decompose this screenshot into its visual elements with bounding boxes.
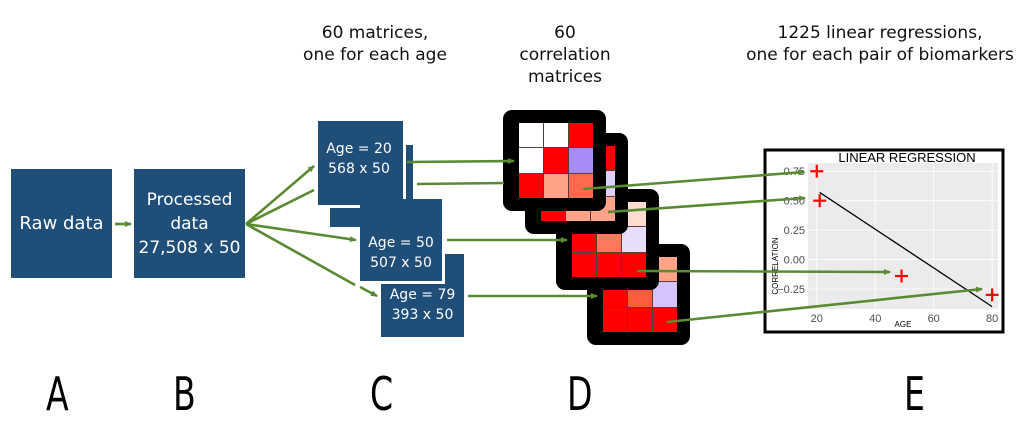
caption-d-line1: 60: [554, 23, 576, 43]
age-20-size: 568 x 50: [328, 161, 390, 177]
caption-d-line2: correlation: [519, 45, 611, 65]
age-matrix-50: Age = 50 507 x 50: [360, 199, 445, 284]
plot-panel: [808, 163, 998, 309]
arrow-age20-to-matrix: [406, 158, 515, 165]
x-tick-labels: 20 40 60 80: [811, 313, 999, 325]
section-letter-b: B: [173, 367, 196, 421]
processed-data-box: Processed data 27,508 x 50: [134, 169, 245, 278]
age-50-size: 507 x 50: [370, 255, 432, 271]
y-tick-label: −0.25: [777, 284, 805, 296]
fit-line: [819, 191, 993, 308]
y-tick-labels: 0.750.500.250.00−0.25: [777, 166, 805, 296]
caption-e: 1225 linear regressions, one for each pa…: [740, 22, 1020, 66]
processed-label-1: Processed: [146, 189, 233, 210]
arrow-matrix2-to-point2: [607, 195, 806, 214]
plot-title: LINEAR REGRESSION: [838, 150, 975, 165]
matrix-cell: [622, 252, 646, 277]
age-50-label: Age = 50: [368, 235, 434, 251]
matrix-cell: [519, 148, 543, 173]
caption-c: 60 matrices, one for each age: [290, 22, 460, 66]
matrix-cell: [653, 307, 677, 332]
caption-e-line1: 1225 linear regressions,: [777, 23, 983, 43]
age-20-label: Age = 20: [326, 141, 392, 157]
caption-c-line2: one for each age: [303, 45, 447, 65]
arrow-matrix1-to-point1: [582, 169, 805, 191]
caption-d: 60 correlation matrices: [495, 22, 635, 88]
raw-data-box: Raw data: [11, 169, 112, 278]
x-tick-label: 60: [928, 313, 940, 325]
y-axis-label: CORRELATION: [771, 237, 780, 294]
matrix-cell: [569, 173, 593, 198]
matrix-cell: [628, 307, 652, 332]
caption-e-line2: one for each pair of biomarkers: [746, 45, 1014, 65]
age-79-size: 393 x 50: [391, 307, 454, 323]
arrow-to-age50: [245, 222, 357, 243]
raw-data-label: Raw data: [19, 213, 104, 234]
y-tick-label: 0.00: [784, 255, 805, 267]
data-points: [810, 164, 999, 302]
arrow-to-age79-a: [245, 222, 356, 287]
arrow-to-age79-b: [359, 285, 378, 298]
age-79-label: Age = 79: [389, 287, 456, 303]
arrow-to-age20: [245, 165, 315, 225]
matrix-cell: [519, 123, 543, 148]
arrow-matrix4-to-point4: [666, 286, 983, 324]
age-matrix-20: Age = 20 568 x 50: [318, 121, 406, 208]
caption-d-line3: matrices: [527, 67, 603, 87]
arrow-matrix3-to-point3: [636, 268, 891, 275]
y-tick-label: 0.25: [784, 225, 805, 237]
arrow-to-age-back: [245, 188, 315, 226]
section-letter-a: A: [46, 367, 69, 421]
x-tick-label: 20: [811, 313, 823, 325]
gridlines: [808, 163, 998, 309]
age-matrix-79: Age = 79 393 x 50: [381, 285, 464, 337]
matrix-cell: [569, 148, 593, 173]
data-point: [985, 288, 999, 302]
processed-label-3: 27,508 x 50: [138, 237, 241, 258]
matrix-cell: [544, 123, 568, 148]
correlation-matrix-1: [503, 110, 606, 211]
processed-label-2: data: [170, 213, 209, 234]
arrow-back-to-matrix: [416, 181, 505, 186]
data-point: [810, 164, 824, 178]
matrix-cell: [544, 173, 568, 198]
data-point: [895, 269, 909, 283]
matrix-cell: [519, 173, 543, 198]
data-point: [813, 194, 827, 208]
matrix-cell: [569, 123, 593, 148]
matrix-cell: [597, 252, 621, 277]
matrix-cell: [544, 148, 568, 173]
regression-plot: LINEAR REGRESSION CORRELATION AGE 0.750.…: [763, 148, 1005, 334]
section-letter-e: E: [904, 367, 925, 421]
section-letter-c: C: [370, 367, 394, 421]
matrix-cell: [622, 227, 646, 252]
x-tick-label: 80: [986, 313, 998, 325]
section-letter-d: D: [567, 367, 593, 421]
x-axis-label: AGE: [895, 320, 912, 329]
matrix-cell: [572, 252, 596, 277]
x-tick-label: 40: [869, 313, 881, 325]
matrix-grid: [519, 123, 593, 198]
matrix-cell: [603, 307, 627, 332]
caption-c-line1: 60 matrices,: [321, 23, 429, 43]
